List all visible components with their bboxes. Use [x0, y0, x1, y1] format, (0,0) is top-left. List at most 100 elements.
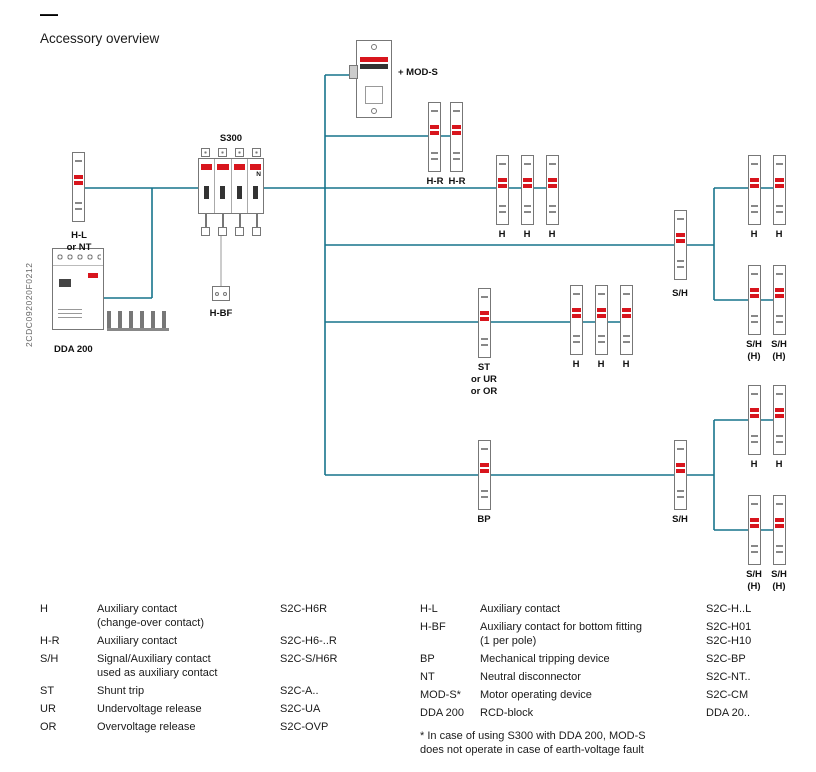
mods-screw: [371, 108, 377, 114]
label-h-r-1: H-R: [426, 176, 444, 187]
device-bp: [478, 440, 491, 510]
terminal: [252, 148, 261, 157]
s300-module: [232, 159, 248, 213]
label-h-bf: H-BF: [209, 308, 233, 319]
legend-term: MOD-S*: [420, 689, 461, 701]
dda-label-area: [58, 309, 82, 321]
device-mod-s: [349, 40, 392, 118]
device-shh-bottomright-2: [773, 495, 786, 565]
legend-code: S2C-NT..: [706, 671, 751, 683]
neutral-mark: N: [256, 171, 261, 178]
device-shh-bottomright-1: [748, 495, 761, 565]
label-h-bottomright-1: H: [750, 459, 758, 470]
device-st-ur-or: [478, 288, 491, 358]
legend-code: S2C-BP: [706, 653, 746, 665]
device-h-mid-2: [595, 285, 608, 355]
legend-right-block: H-L Auxiliary contact S2C-H..L H-BF Auxi…: [420, 602, 782, 757]
legend-row: NT Neutral disconnector S2C-NT..: [420, 670, 782, 684]
terminal: [218, 148, 227, 157]
legend-code: S2C-H01 S2C-H10: [706, 621, 752, 647]
legend-code: S2C-CM: [706, 689, 749, 701]
legend-desc: Signal/Auxiliary contact used as auxilia…: [97, 653, 218, 679]
label-h-bottomright-2: H: [775, 459, 783, 470]
device-h-top-3: [546, 155, 559, 225]
legend-row: H Auxiliary contact (change-over contact…: [40, 602, 392, 630]
mods-screw: [371, 44, 377, 50]
label-shh-bottomright-1: S/H (H): [746, 569, 762, 592]
legend-term: H-BF: [420, 621, 446, 633]
legend-desc: Auxiliary contact for bottom fitting (1 …: [480, 621, 643, 647]
label-h-top-3: H: [548, 229, 556, 240]
device-h-mid-1: [570, 285, 583, 355]
hbf-contact: [223, 291, 227, 296]
legend-term: NT: [420, 671, 435, 683]
device-h-mid-3: [620, 285, 633, 355]
section-dash: —: [40, 4, 58, 24]
legend-term: BP: [420, 653, 435, 665]
legend-code: S2C-S/H6R: [280, 653, 338, 665]
legend-row: UR Undervoltage release S2C-UA: [40, 702, 392, 716]
device-sh-mid: [674, 210, 687, 280]
s300-top-terminals: [198, 148, 264, 157]
legend-row: S/H Signal/Auxiliary contact used as aux…: [40, 652, 392, 680]
terminal-stem: [235, 214, 244, 238]
label-h-topright-2: H: [775, 229, 783, 240]
label-h-mid-1: H: [572, 359, 580, 370]
dda-divider: [53, 265, 103, 266]
hbf-contact: [215, 291, 219, 296]
legend-left-block: H Auxiliary contact (change-over contact…: [40, 602, 392, 738]
label-mod-s: + MOD-S: [398, 67, 438, 78]
mods-side-tab: [349, 65, 358, 79]
legend-row: OR Overvoltage release S2C-OVP: [40, 720, 392, 734]
label-sh-bottom: S/H: [672, 514, 688, 525]
legend-term: H-L: [420, 603, 438, 615]
s300-bottom-terminals: [198, 214, 264, 238]
legend-desc: Mechanical tripping device: [480, 653, 610, 665]
label-h-top-1: H: [498, 229, 506, 240]
device-h-topright-1: [748, 155, 761, 225]
dda-terminal-row: [55, 251, 101, 263]
legend-code: S2C-H6R: [280, 603, 328, 615]
legend-desc: RCD-block: [480, 707, 534, 719]
label-shh-bottomright-2: S/H (H): [771, 569, 787, 592]
legend-desc: Auxiliary contact (change-over contact): [97, 603, 204, 629]
legend-desc: Undervoltage release: [97, 703, 202, 715]
terminal-stem: [201, 214, 210, 238]
legend-code: S2C-A..: [280, 685, 319, 697]
legend-code: S2C-H6-..R: [280, 635, 337, 647]
label-shh-topright-2: S/H (H): [771, 339, 787, 362]
device-h-r-2: [450, 102, 463, 172]
device-h-top-1: [496, 155, 509, 225]
terminal-stem: [252, 214, 261, 238]
legend-desc: Motor operating device: [480, 689, 592, 701]
dda-red-mark: [88, 273, 98, 278]
terminal: [201, 148, 210, 157]
label-st-ur-or: ST or UR or OR: [470, 362, 498, 397]
legend-row: DDA 200 RCD-block DDA 20..: [420, 706, 782, 720]
legend-code: S2C-UA: [280, 703, 321, 715]
terminal-stem: [218, 214, 227, 238]
legend-row: BP Mechanical tripping device S2C-BP: [420, 652, 782, 666]
legend-desc: Auxiliary contact: [97, 635, 178, 647]
legend-code: DDA 20..: [706, 707, 751, 719]
terminal: [235, 148, 244, 157]
device-h-top-2: [521, 155, 534, 225]
device-h-topright-2: [773, 155, 786, 225]
legend-term: UR: [40, 703, 56, 715]
legend-footnote: * In case of using S300 with DDA 200, MO…: [420, 730, 646, 756]
legend-desc: Overvoltage release: [97, 721, 196, 733]
legend-code: S2C-OVP: [280, 721, 329, 733]
legend-desc: Neutral disconnector: [480, 671, 581, 683]
device-sh-bottom: [674, 440, 687, 510]
dda-pin-comb: [107, 311, 169, 331]
legend-row: MOD-S* Motor operating device S2C-CM: [420, 688, 782, 702]
legend-term: DDA 200: [420, 707, 465, 719]
s300-module: [199, 159, 216, 213]
legend-desc: Auxiliary contact: [480, 603, 561, 615]
label-h-top-2: H: [523, 229, 531, 240]
label-sh-mid: S/H: [672, 288, 688, 299]
legend-term: H: [40, 603, 48, 615]
device-s300: N: [198, 148, 264, 238]
